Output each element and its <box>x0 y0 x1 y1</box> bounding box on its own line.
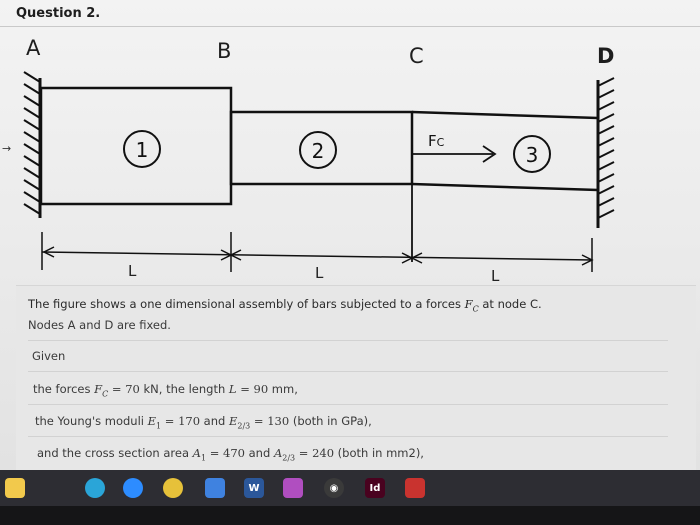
edge-icon[interactable] <box>85 478 105 498</box>
node-label-a: A <box>26 36 41 60</box>
forces-text: the forces <box>33 382 95 396</box>
e1-subscript: 1 <box>156 421 162 431</box>
monitor-bezel <box>0 506 700 525</box>
force-arrow-icon <box>412 145 497 163</box>
chrome-icon[interactable] <box>163 478 183 498</box>
taskbar <box>0 470 700 506</box>
section-divider <box>28 371 668 372</box>
fixed-support-a <box>23 71 42 218</box>
photos-icon[interactable] <box>283 478 303 498</box>
length-label-3: L <box>491 267 500 285</box>
forces-value: = 70 <box>108 382 140 396</box>
bar-2-number: 2 <box>312 139 325 163</box>
zoom-icon[interactable] <box>123 478 143 498</box>
a23-value: = 240 <box>295 446 335 460</box>
length-value: = 90 <box>236 382 269 396</box>
moduli-unit-text: (both in GPa), <box>289 414 372 428</box>
e23-value: = 130 <box>250 414 290 428</box>
word-icon[interactable]: W <box>244 478 264 498</box>
force-label: FC <box>428 132 445 150</box>
question-title: Question 2. <box>16 6 101 21</box>
record-icon[interactable]: ◉ <box>324 478 344 498</box>
section-divider <box>28 436 668 437</box>
a23-symbol: A <box>273 446 283 460</box>
a23-subscript: 2/3 <box>282 453 296 463</box>
dimension-line <box>41 232 594 272</box>
a1-subscript: 1 <box>200 453 207 463</box>
node-label-d: D <box>597 44 615 68</box>
force-label-symbol: F <box>428 132 437 150</box>
app-icon[interactable] <box>405 478 425 498</box>
moduli-text: the Young's moduli <box>35 414 148 428</box>
description-text-end: at node C. <box>478 297 542 311</box>
e23-subscript: 2/3 <box>237 421 251 431</box>
force-label-subscript: C <box>437 136 445 149</box>
bar-1-marker <box>123 130 161 168</box>
given-heading: Given <box>32 349 66 363</box>
e1-symbol: E <box>147 414 157 428</box>
given-forces-line: the forces FC = 70 kN, the length L = 90… <box>33 382 298 398</box>
area-unit-text: (both in mm2), <box>334 446 424 460</box>
force-symbol: F <box>464 297 473 311</box>
e23-symbol: E <box>228 414 238 428</box>
store-icon[interactable] <box>205 478 225 498</box>
description-text: The figure shows a one dimensional assem… <box>28 297 465 311</box>
bar-2-marker <box>299 131 337 169</box>
section-divider <box>28 340 668 341</box>
length-label-2: L <box>315 264 324 282</box>
a1-value: = 470 <box>206 446 245 460</box>
forces-unit-text: kN, the length <box>139 382 229 396</box>
area-text: and the cross section area <box>37 446 193 460</box>
bar-3-marker <box>513 135 551 173</box>
bar-assembly-figure: 1 2 3 FC L L L <box>23 71 615 285</box>
bar-3-number: 3 <box>526 143 539 167</box>
section-divider <box>28 404 668 405</box>
a1-symbol: A <box>192 446 201 460</box>
file-explorer-icon[interactable] <box>5 478 25 498</box>
node-label-c: C <box>409 44 424 68</box>
given-area-line: and the cross section area A1 = 470 and … <box>37 446 424 462</box>
length-symbol: L <box>228 382 237 396</box>
force-subscript: C <box>472 304 479 314</box>
bar-3-top <box>411 110 599 120</box>
length-label-1: L <box>128 262 137 280</box>
description-line-2: Nodes A and D are fixed. <box>28 318 171 332</box>
description-line-1: The figure shows a one dimensional assem… <box>28 297 542 313</box>
node-label-b: B <box>217 39 232 63</box>
header-divider <box>0 26 700 27</box>
moduli-and-text: and <box>200 414 229 428</box>
area-and-text: and <box>244 446 274 460</box>
fixed-support-d <box>596 77 615 228</box>
question-text-panel <box>16 285 696 471</box>
bar-3-bottom <box>411 182 599 192</box>
forces-subscript: C <box>102 389 109 399</box>
left-edge-arrow-icon: → <box>2 142 12 155</box>
given-moduli-line: the Young's moduli E1 = 170 and E2/3 = 1… <box>35 414 372 430</box>
e1-value: = 170 <box>161 414 201 428</box>
indesign-icon[interactable]: Id <box>365 478 385 498</box>
forces-symbol: F <box>94 382 103 396</box>
bar-1-number: 1 <box>136 138 149 162</box>
length-unit-text: mm, <box>268 382 298 396</box>
